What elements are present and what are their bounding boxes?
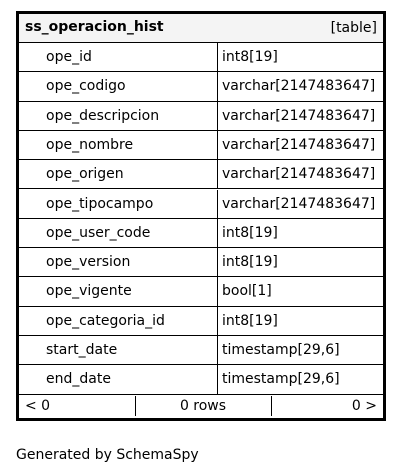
- column-type: varchar[2147483647]: [222, 78, 376, 95]
- column-name: start_date: [46, 342, 118, 358]
- column-divider: [217, 130, 218, 160]
- column-name: ope_codigo: [46, 78, 126, 95]
- column-divider: [217, 336, 218, 365]
- table-row[interactable]: ope_user_code int8[19]: [19, 218, 383, 249]
- table-row[interactable]: ope_vigente bool[1]: [19, 277, 383, 307]
- column-name: end_date: [46, 371, 111, 388]
- column-type: varchar[2147483647]: [222, 136, 376, 153]
- column-divider: [217, 101, 218, 130]
- column-divider: [217, 248, 218, 277]
- table-row[interactable]: ope_codigo varchar[2147483647]: [19, 72, 383, 102]
- column-type: timestamp[29,6]: [222, 371, 340, 388]
- footer-prev-count: < 0: [25, 398, 51, 414]
- column-divider: [217, 160, 218, 189]
- table-name[interactable]: ss_operacion_hist: [25, 19, 164, 35]
- column-type: varchar[2147483647]: [222, 195, 376, 212]
- column-type: timestamp[29,6]: [222, 342, 340, 358]
- column-divider: [217, 72, 218, 101]
- column-type: varchar[2147483647]: [222, 107, 376, 124]
- column-type: varchar[2147483647]: [222, 166, 376, 183]
- table-row[interactable]: ope_origen varchar[2147483647]: [19, 160, 383, 190]
- schema-table: ss_operacion_hist [table] ope_id int8[19]…: [16, 11, 386, 421]
- table-row[interactable]: ope_tipocampo varchar[2147483647]: [19, 189, 383, 219]
- table-row[interactable]: ope_id int8[19]: [19, 43, 383, 73]
- column-divider: [217, 277, 218, 306]
- column-name: ope_vigente: [46, 283, 132, 300]
- table-row[interactable]: end_date timestamp[29,6]: [19, 365, 383, 395]
- footer-divider: [135, 396, 136, 416]
- column-name: ope_descripcion: [46, 107, 160, 124]
- column-divider: [217, 365, 218, 394]
- column-divider: [217, 43, 218, 72]
- column-name: ope_version: [46, 254, 131, 271]
- table-row[interactable]: ope_nombre varchar[2147483647]: [19, 130, 383, 161]
- table-footer: < 0 0 rows 0 >: [19, 395, 383, 418]
- table-header: ss_operacion_hist [table]: [19, 14, 383, 43]
- column-name: ope_origen: [46, 166, 124, 183]
- column-name: ope_id: [46, 49, 92, 65]
- footer-row-count: 0 rows: [179, 398, 227, 414]
- footer-next-count: 0 >: [351, 398, 377, 414]
- column-divider: [217, 218, 218, 248]
- table-row[interactable]: ope_descripcion varchar[2147483647]: [19, 101, 383, 131]
- table-row[interactable]: ope_version int8[19]: [19, 248, 383, 278]
- column-type: int8[19]: [222, 224, 278, 241]
- footer-divider: [271, 396, 272, 416]
- table-row[interactable]: start_date timestamp[29,6]: [19, 336, 383, 366]
- column-type: int8[19]: [222, 254, 278, 271]
- column-divider: [217, 306, 218, 335]
- column-name: ope_categoria_id: [46, 312, 165, 329]
- column-name: ope_user_code: [46, 224, 151, 241]
- table-row[interactable]: ope_categoria_id int8[19]: [19, 306, 383, 336]
- column-type: int8[19]: [222, 49, 278, 65]
- column-divider: [217, 189, 218, 218]
- column-type: int8[19]: [222, 312, 278, 329]
- column-name: ope_nombre: [46, 136, 134, 153]
- column-type: bool[1]: [222, 283, 272, 300]
- generator-credit: Generated by SchemaSpy: [16, 447, 199, 463]
- table-kind-label: [table]: [330, 20, 377, 36]
- column-name: ope_tipocampo: [46, 195, 154, 212]
